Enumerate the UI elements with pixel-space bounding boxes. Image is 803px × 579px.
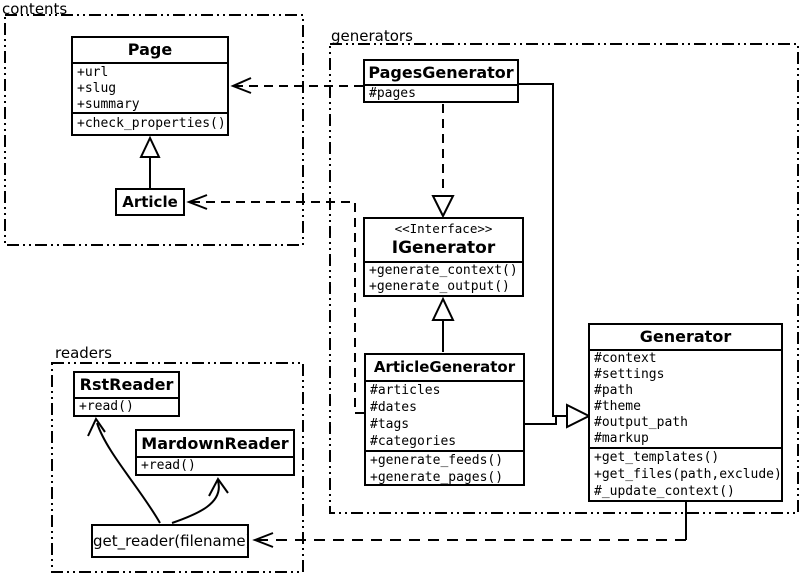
stereotype-igenerator: <<Interface>> [394,221,493,236]
class-title-generator: Generator [639,327,732,346]
package-label-readers: readers [55,344,112,362]
attribute: #path [594,383,634,398]
attributes-section-articlegenerator: #articles #dates #tags #categories [366,380,523,450]
attribute: #theme [594,399,641,414]
class-title-article: Article [122,193,178,211]
method: +check_properties() [77,116,226,131]
package-label-generators: generators [331,27,413,45]
method: +generate_context() [369,263,518,278]
package-border-generators [329,43,799,514]
method: +generate_output() [369,279,510,294]
attribute: #dates [370,400,417,415]
attribute: #markup [594,431,649,446]
attribute: +slug [77,81,117,96]
generalization-articlegenerator-to-generator [525,416,557,425]
class-box-articlegenerator: ArticleGenerator #articles #dates #tags … [364,353,525,486]
generalization-triangle-page-bottom [139,135,161,158]
class-box-mardownreader: MardownReader +read() [135,429,295,476]
method: +read() [141,458,196,473]
attribute: #articles [370,383,441,398]
title-block-igenerator: <<Interface>> IGenerator [365,219,522,261]
open-arrowhead-article [186,194,208,210]
package-label-contents: contents [2,0,68,18]
method: +read() [79,399,134,414]
generalization-pagesgenerator-to-generator [519,83,567,417]
class-title-mardownreader: MardownReader [141,434,289,453]
attribute: +summary [77,97,140,112]
methods-section-page: +check_properties() [73,112,227,134]
methods-section-rstreader: +read() [75,397,178,415]
class-title-igenerator: IGenerator [391,238,496,258]
attributes-section-generator: #context #settings #path #theme #output_… [590,349,781,447]
class-title-rstreader: RstReader [79,375,174,394]
class-title-page: Page [127,40,173,59]
methods-section-igenerator: +generate_context() +generate_output() [365,261,522,295]
methods-section-articlegenerator: +generate_feeds() +generate_pages() [366,450,523,485]
method: +generate_pages() [370,470,504,485]
class-title-pagesgenerator: PagesGenerator [368,63,514,82]
method: +get_templates() [594,450,720,465]
dependency-articlegenerator-to-article [189,201,364,414]
arrow-getreader-to-rstreader [96,422,161,524]
attributes-section-page: +url +slug +summary [73,62,227,112]
attribute: #categories [370,434,457,449]
class-box-generator: Generator #context #settings #path #them… [588,323,783,502]
package-border-readers [51,362,304,573]
method: +get_files(path,exclude) [594,467,781,482]
class-box-article: Article [115,188,185,216]
generalization-triangle-generator-left [566,403,592,429]
class-box-igenerator: <<Interface>> IGenerator +generate_conte… [363,217,524,297]
attribute: #settings [594,367,665,382]
attribute: +url [77,65,109,80]
attribute: #pages [369,86,416,101]
class-box-page: Page +url +slug +summary +check_properti… [71,36,229,136]
generalization-triangle-igenerator-bottom [431,296,455,321]
class-title-articlegenerator: ArticleGenerator [373,358,516,376]
attribute: #output_path [594,415,688,430]
realization-triangle-igenerator-top [431,195,455,219]
class-box-pagesgenerator: PagesGenerator #pages [363,59,519,103]
method: +generate_feeds() [370,453,504,468]
methods-section-mardownreader: +read() [137,456,293,474]
function-box-get-reader: get_reader(filename) [91,524,249,558]
methods-section-generator: +get_templates() +get_files(path,exclude… [590,447,781,500]
attribute: #tags [370,417,410,432]
attribute: #context [594,351,657,366]
class-box-rstreader: RstReader +read() [73,371,180,417]
open-arrowhead-page [230,77,252,94]
arrow-getreader-to-mardownreader [171,480,220,524]
open-arrowhead-getreader [252,532,274,548]
method: #_update_context() [594,484,735,499]
attributes-section-pagesgenerator: #pages [365,84,517,101]
open-arrowhead-rstreader [87,417,106,437]
package-border-contents [4,14,304,246]
open-arrowhead-mardownreader [208,477,229,497]
